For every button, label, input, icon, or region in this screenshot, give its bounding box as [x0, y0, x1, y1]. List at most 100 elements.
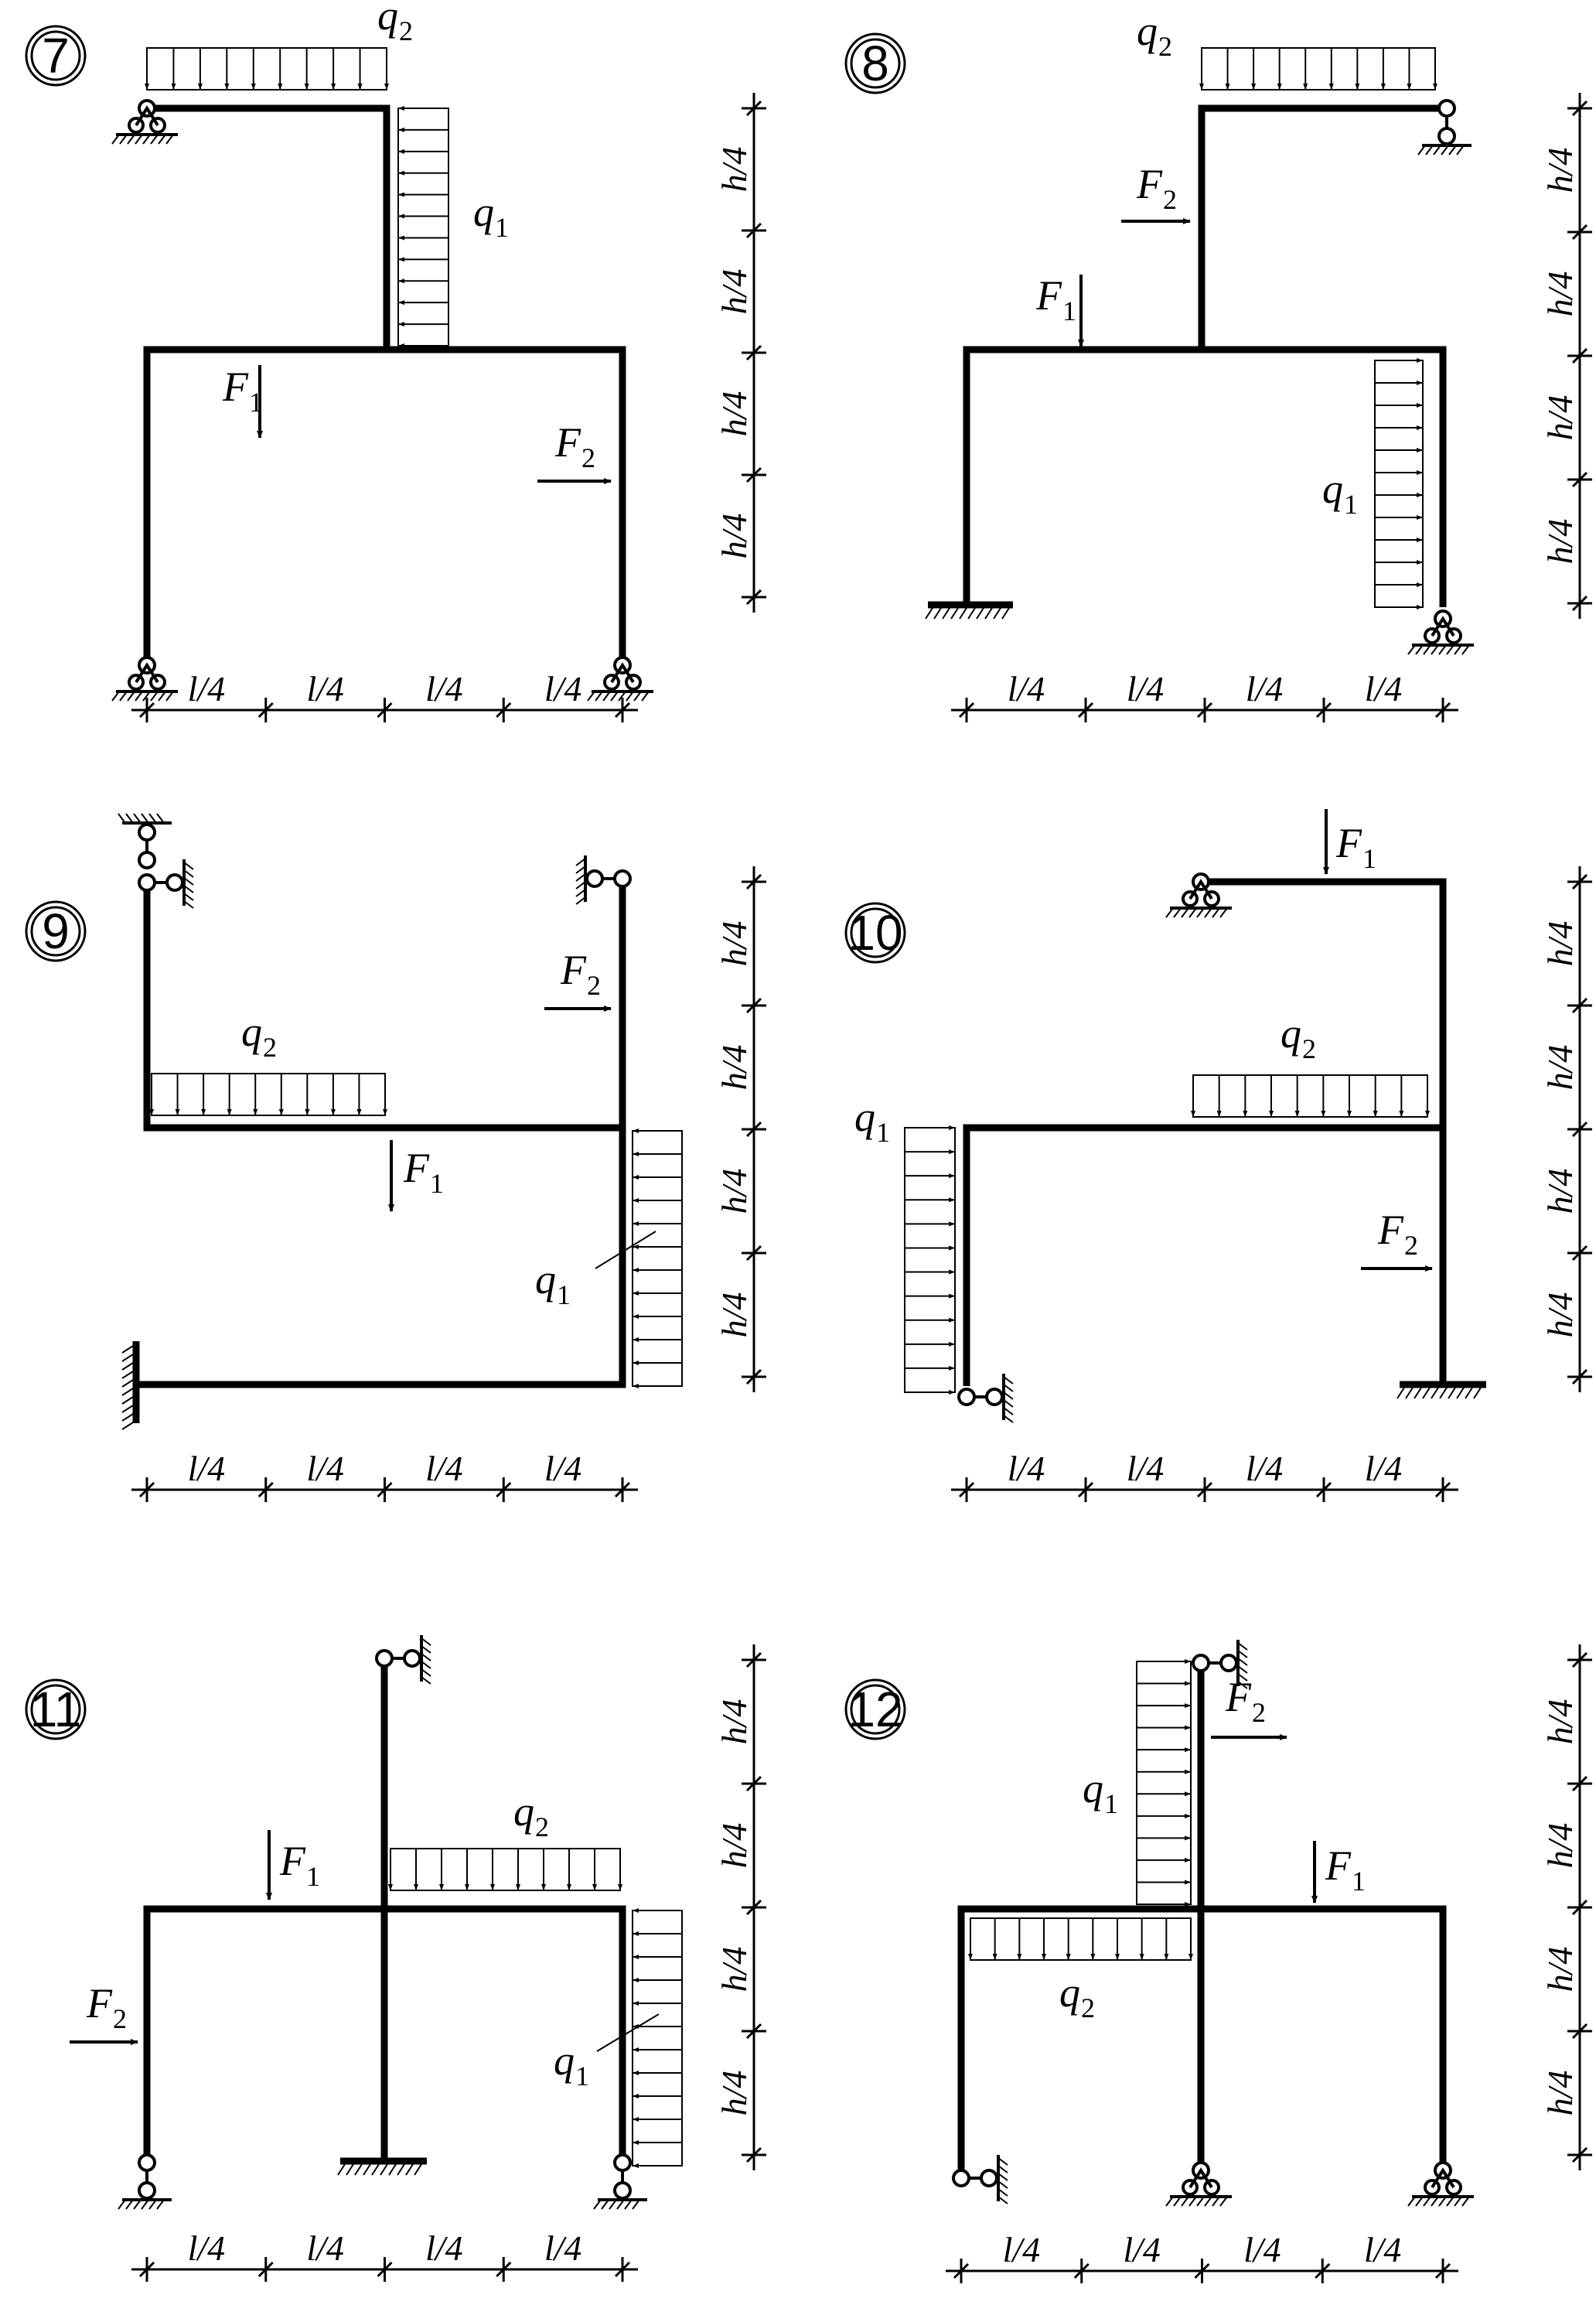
- hatch-tick: [1454, 644, 1462, 655]
- hatch-tick: [414, 2163, 422, 2176]
- pin-support: [1165, 2161, 1232, 2207]
- hatch-tick: [1415, 644, 1424, 655]
- dimension-slash: [745, 1651, 762, 1668]
- frame-member: [143, 346, 626, 665]
- dimension-label-h: h/4: [714, 1292, 754, 1338]
- hatch-tick: [1448, 145, 1457, 155]
- hatch-tick: [397, 2163, 405, 2176]
- load-box: [390, 1848, 621, 1891]
- fixed-support: [121, 1341, 140, 1430]
- hatch-tick: [119, 691, 128, 702]
- hatch-tick: [158, 691, 166, 702]
- dimension-slash: [745, 100, 762, 117]
- label-f2-subscript: 2: [587, 970, 601, 1001]
- hatch-tick: [121, 1396, 134, 1405]
- dimension-slash: [496, 702, 512, 719]
- hatch-tick: [624, 2199, 633, 2210]
- distributed-load-q2: [968, 1917, 1193, 1961]
- hatch-tick: [165, 691, 174, 702]
- label-f1-subscript: 1: [430, 1168, 444, 1199]
- badge-inner-ring: [850, 907, 901, 958]
- link-support: [118, 2153, 172, 2210]
- hatch-tick: [158, 134, 166, 145]
- dimension-label-h: h/4: [1540, 1823, 1580, 1869]
- frame-member: [963, 346, 1447, 607]
- label-f1-text: F: [222, 364, 249, 410]
- label-q2-text: q: [377, 0, 398, 39]
- dimension-label-l: l/4: [1365, 669, 1403, 709]
- dimension-label-h: h/4: [1540, 519, 1580, 565]
- hatch-tick: [127, 691, 135, 702]
- hatch-tick: [380, 2163, 388, 2176]
- hatch-tick: [1448, 1387, 1456, 1399]
- q1-leader-line: [596, 2013, 660, 2052]
- badge-outer-ring: [25, 25, 87, 87]
- dimension-slash: [1315, 702, 1332, 719]
- hinge: [138, 851, 156, 869]
- hatch-tick: [993, 607, 1001, 620]
- label-q2-subscript: 2: [1158, 31, 1172, 62]
- label-q2-subscript: 2: [1302, 1033, 1316, 1064]
- hatch-tick: [421, 1668, 431, 1677]
- hinge: [1219, 1654, 1238, 1672]
- label-q1-subscript: 1: [1104, 1788, 1118, 1819]
- hinge: [980, 2169, 998, 2187]
- hatch-tick: [1423, 2196, 1431, 2207]
- load-box: [904, 1127, 956, 1393]
- dimension-label-l: l/4: [425, 1449, 463, 1488]
- load-box: [632, 1910, 683, 2167]
- label-f1-subscript: 1: [1352, 1866, 1366, 1897]
- dimension-slash: [257, 1481, 274, 1498]
- vertical-dimension: h/4h/4h/4h/4: [1540, 1644, 1592, 2170]
- dimension-slash: [1571, 997, 1588, 1014]
- ground-hatch: [587, 690, 653, 702]
- hatch-tick: [998, 2165, 1008, 2173]
- dimension-label-h: h/4: [714, 1045, 754, 1091]
- dimension-label-h: h/4: [714, 147, 754, 193]
- problem-number: 8: [861, 36, 889, 91]
- dimension-slash: [614, 2261, 631, 2278]
- vertical-dimension: h/4h/4h/4h/4: [1540, 93, 1592, 619]
- dimension-label-l: l/4: [306, 2228, 344, 2268]
- hatch-tick: [183, 862, 194, 870]
- distributed-load-q2: [1199, 47, 1437, 90]
- hatch-tick: [337, 2163, 346, 2176]
- problem-number-badge: 10: [844, 902, 906, 964]
- dimension-slash: [745, 1245, 762, 1262]
- label-q1-text: q: [1083, 1765, 1103, 1811]
- hatch-tick: [142, 691, 151, 702]
- badge-outer-ring: [25, 900, 87, 962]
- dimension-slash: [1434, 1481, 1451, 1498]
- link-support: [375, 1635, 431, 1685]
- hatch-tick: [1003, 1376, 1014, 1385]
- label-q1-text: q: [473, 189, 494, 235]
- hatch-tick: [1188, 2196, 1197, 2207]
- dimension-slash: [745, 1368, 762, 1385]
- dimension-label-h: h/4: [714, 1699, 754, 1745]
- ground-hatch: [997, 2155, 1008, 2204]
- link-support: [1417, 99, 1472, 155]
- hinge: [613, 2153, 632, 2172]
- ground-hatch: [1165, 2195, 1232, 2207]
- hinge: [403, 1649, 421, 1668]
- hatch-tick: [148, 2199, 157, 2210]
- dimension-slash: [614, 702, 631, 719]
- label-f2-text: F: [1377, 1207, 1404, 1253]
- hatch-tick: [125, 813, 134, 824]
- support-bar: [1188, 2167, 1213, 2189]
- hatch-tick: [111, 691, 120, 702]
- label-f2-text: F: [86, 1980, 113, 2027]
- dimension-slash: [745, 344, 762, 361]
- vertical-dimension: h/4h/4h/4h/4: [1540, 866, 1592, 1392]
- hatch-tick: [998, 2188, 1008, 2197]
- hatch-tick: [633, 691, 642, 702]
- hatch-tick: [1237, 1665, 1248, 1674]
- load-box: [1192, 1074, 1428, 1118]
